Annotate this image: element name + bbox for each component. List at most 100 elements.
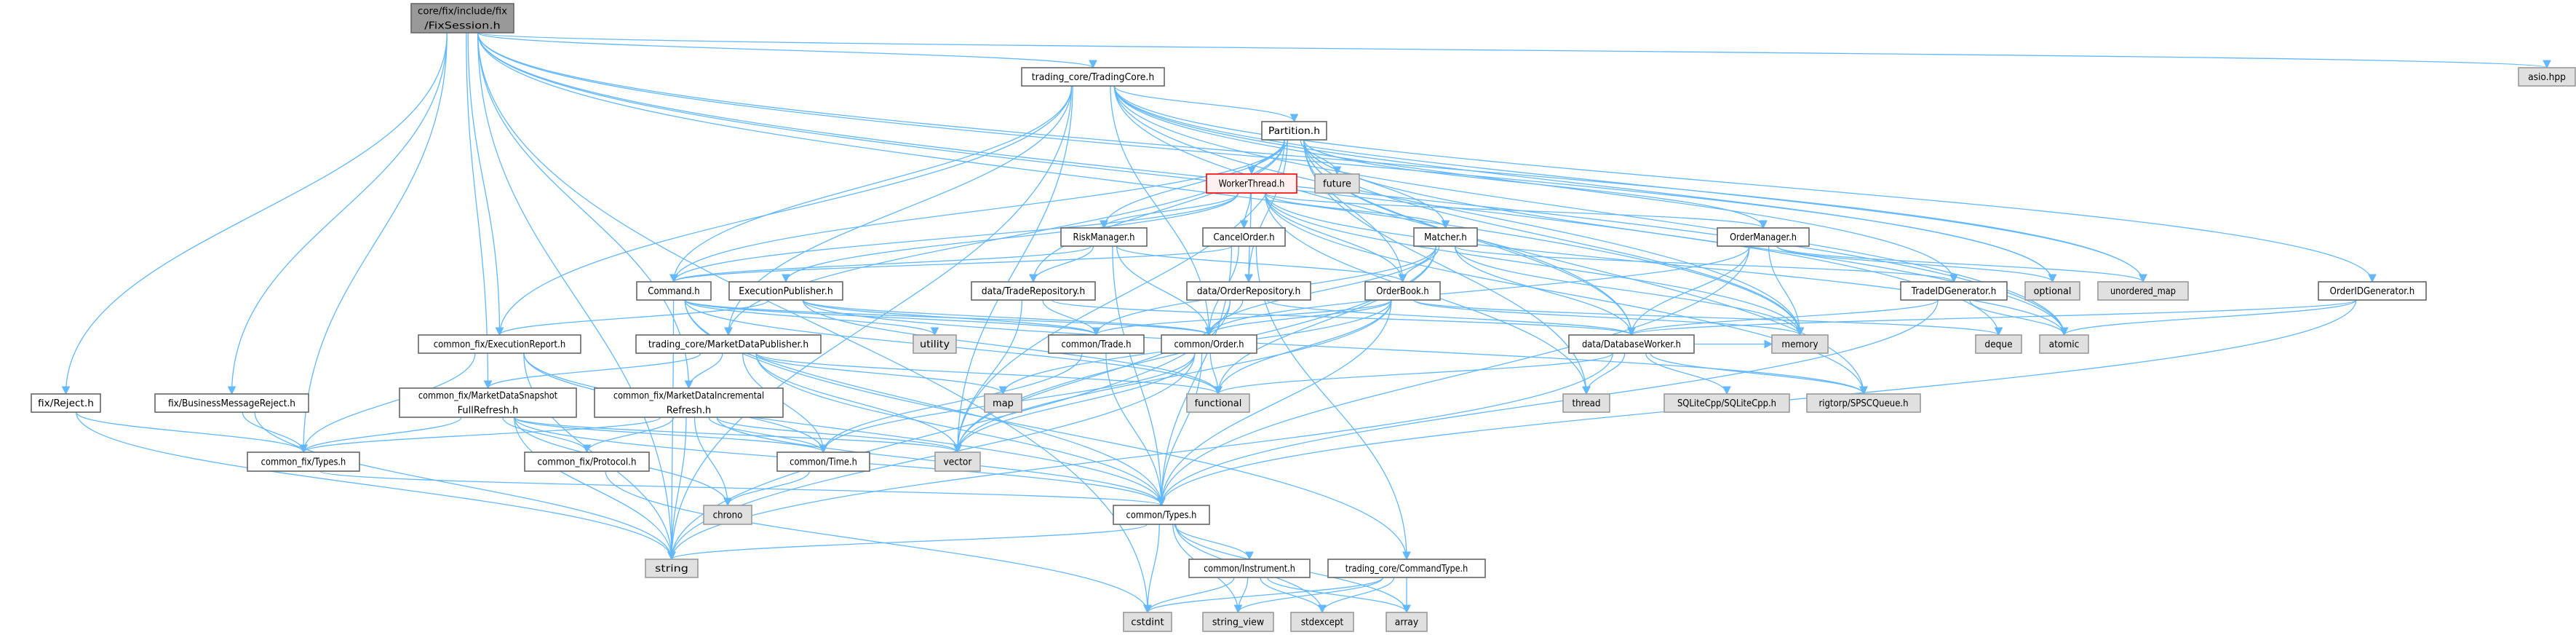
node-label: cstdint bbox=[1131, 618, 1164, 628]
edge-traderepo-to-trade bbox=[1042, 299, 1101, 336]
node-ordermanager[interactable]: OrderManager.h bbox=[1717, 227, 1810, 247]
node-label: trading_core/TradingCore.h bbox=[1032, 72, 1154, 83]
node-stdexcept: stdexcept bbox=[1290, 612, 1354, 632]
edge-orderidgen-to-dbworker bbox=[1627, 299, 2357, 336]
node-mdsnapshot[interactable]: common_fix/MarketDataSnapshotFullRefresh… bbox=[399, 387, 577, 418]
node-execpublisher[interactable]: ExecutionPublisher.h bbox=[728, 281, 843, 301]
node-box bbox=[2097, 281, 2189, 301]
edge-fixsession-to-memory bbox=[477, 32, 1805, 336]
node-label: fix/BusinessMessageReject.h bbox=[168, 398, 295, 409]
edge-mdpublisher-to-mdincremental bbox=[684, 352, 723, 390]
nodes-layer: core/fix/include/fix/FixSession.h trading… bbox=[31, 3, 2576, 632]
node-orderrepo[interactable]: data/OrderRepository.h bbox=[1186, 281, 1311, 301]
edge-fixtypes-to-types bbox=[319, 470, 1166, 507]
node-instrument[interactable]: common/Instrument.h bbox=[1188, 559, 1311, 578]
edge-partition-to-command bbox=[669, 139, 1285, 283]
node-box bbox=[728, 281, 843, 301]
node-label: Command.h bbox=[648, 286, 699, 297]
node-commandtype[interactable]: trading_core/CommandType.h bbox=[1327, 559, 1486, 578]
node-cancelorder[interactable]: CancelOrder.h bbox=[1202, 227, 1286, 247]
edge-mdsnapshot-to-time bbox=[514, 417, 828, 454]
edge-execpublisher-to-execreport bbox=[495, 299, 770, 336]
edge-fixsession-to-bmreject bbox=[227, 32, 448, 395]
node-box bbox=[1327, 559, 1486, 578]
node-box bbox=[1123, 612, 1172, 632]
edge-command-to-trade bbox=[684, 299, 1101, 336]
node-orderidgen[interactable]: OrderIDGenerator.h bbox=[2318, 281, 2427, 301]
edge-workerthread-to-cancelorder bbox=[1239, 192, 1252, 229]
node-trade[interactable]: common/Trade.h bbox=[1048, 334, 1145, 354]
node-box bbox=[1202, 612, 1274, 632]
edge-instrument-to-array bbox=[1267, 577, 1411, 614]
edge-ordermanager-to-optional bbox=[1776, 245, 2057, 283]
node-label: WorkerThread.h bbox=[1219, 179, 1285, 190]
node-mdincremental[interactable]: common_fix/MarketDataIncrementalRefresh.… bbox=[594, 387, 784, 418]
node-box bbox=[1202, 227, 1286, 247]
edge-fixsession-to-execreport bbox=[467, 32, 504, 336]
edge-commandtype-to-stdexcept bbox=[1318, 577, 1395, 614]
edge-order-to-vector bbox=[953, 352, 1196, 454]
edge-partition-to-ordermanager bbox=[1303, 139, 1768, 229]
node-box bbox=[1113, 505, 1210, 525]
node-fixsession[interactable]: core/fix/include/fix/FixSession.h bbox=[410, 3, 514, 33]
edge-execpublisher-to-functional bbox=[802, 299, 1223, 395]
edge-orderbook-to-deque bbox=[1413, 299, 2003, 336]
edge-ordermanager-to-order bbox=[1204, 245, 1750, 336]
node-label: common/Trade.h bbox=[1061, 339, 1131, 350]
edge-workerthread-to-ordermanager bbox=[1264, 192, 1768, 229]
node-fixtypes[interactable]: common_fix/Types.h bbox=[247, 451, 360, 472]
node-sqlitecpp: SQLiteCpp/SQLiteCpp.h bbox=[1663, 393, 1790, 413]
node-label: common/Instrument.h bbox=[1204, 564, 1295, 575]
node-command[interactable]: Command.h bbox=[636, 281, 712, 301]
node-protocol[interactable]: common_fix/Protocol.h bbox=[524, 451, 650, 472]
edge-cancelorder-to-command bbox=[669, 245, 1233, 283]
node-box bbox=[31, 393, 101, 413]
node-types[interactable]: common/Types.h bbox=[1113, 505, 1210, 525]
edge-trade-to-time bbox=[819, 352, 1083, 454]
node-order[interactable]: common/Order.h bbox=[1161, 334, 1257, 354]
edge-execreport-to-fixtypes bbox=[299, 352, 476, 454]
edge-partition-to-orderbook bbox=[1303, 139, 1407, 283]
node-traderepo[interactable]: data/TradeRepository.h bbox=[971, 281, 1096, 301]
node-dbworker[interactable]: data/DatabaseWorker.h bbox=[1568, 334, 1695, 354]
node-orderbook[interactable]: OrderBook.h bbox=[1364, 281, 1441, 301]
edge-commandtype-to-cstdint bbox=[1143, 577, 1384, 614]
edge-mdpublisher-to-types bbox=[755, 352, 1166, 507]
edge-workerthread-to-orderbook bbox=[1264, 192, 1407, 283]
node-label: memory bbox=[1781, 339, 1818, 350]
edge-trade-to-types bbox=[1105, 352, 1166, 507]
node-label: trading_core/CommandType.h bbox=[1345, 564, 1468, 575]
node-box bbox=[1206, 173, 1297, 194]
edge-tradingcore-to-command bbox=[669, 85, 1073, 283]
node-tradeidgen[interactable]: TradeIDGenerator.h bbox=[1900, 281, 2008, 301]
node-bmreject[interactable]: fix/BusinessMessageReject.h bbox=[154, 393, 309, 413]
edge-order-to-types bbox=[1157, 352, 1203, 507]
edge-ordermanager-to-unordered_map bbox=[1776, 245, 2147, 283]
edge-ordermanager-to-dbworker bbox=[1627, 245, 1750, 336]
node-mdpublisher[interactable]: trading_core/MarketDataPublisher.h bbox=[635, 334, 822, 354]
node-reject[interactable]: fix/Reject.h bbox=[31, 393, 101, 413]
node-label: common_fix/MarketDataIncremental bbox=[613, 391, 764, 402]
edge-dbworker-to-sqlitecpp bbox=[1645, 352, 1731, 395]
node-atomic: atomic bbox=[2039, 334, 2089, 354]
node-riskmanager[interactable]: RiskManager.h bbox=[1060, 227, 1148, 247]
node-utility: utility bbox=[913, 334, 957, 354]
node-time[interactable]: common/Time.h bbox=[776, 451, 870, 472]
node-box bbox=[247, 451, 360, 472]
node-execreport[interactable]: common_fix/ExecutionReport.h bbox=[418, 334, 581, 354]
node-workerthread[interactable]: WorkerThread.h bbox=[1206, 173, 1297, 194]
node-partition[interactable]: Partition.h bbox=[1261, 121, 1327, 141]
node-tradingcore[interactable]: trading_core/TradingCore.h bbox=[1021, 67, 1165, 87]
node-label: OrderBook.h bbox=[1376, 286, 1428, 297]
edge-bmreject-to-fixtypes bbox=[242, 411, 308, 454]
node-box bbox=[1717, 227, 1810, 247]
node-vector: vector bbox=[934, 451, 981, 472]
node-label: common/Types.h bbox=[1126, 510, 1197, 521]
node-matcher[interactable]: Matcher.h bbox=[1413, 227, 1478, 247]
edge-orderbook-to-order bbox=[1204, 299, 1392, 336]
edge-execreport-to-types bbox=[523, 352, 1166, 507]
node-label: asio.hpp bbox=[2528, 72, 2566, 83]
edge-fixsession-to-asio bbox=[477, 32, 2551, 69]
node-box bbox=[971, 281, 1096, 301]
node-box bbox=[2518, 67, 2576, 87]
